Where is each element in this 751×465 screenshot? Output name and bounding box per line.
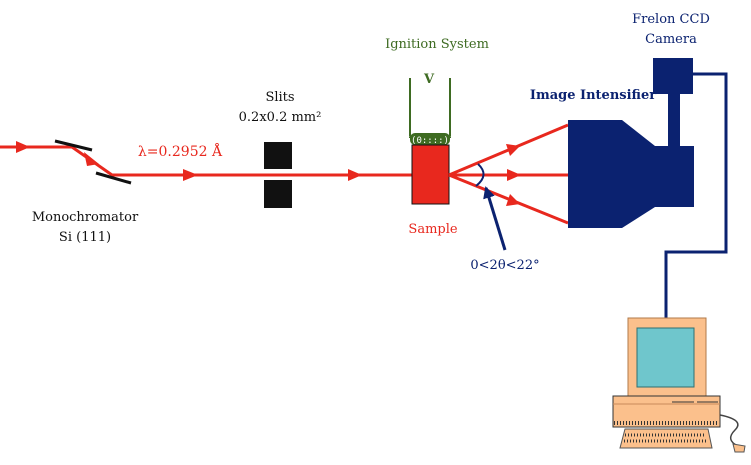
monochromator-crystals <box>54 139 132 185</box>
wavelength-label: λ=0.2952 Å <box>137 144 223 160</box>
sample-block <box>411 144 450 205</box>
angle-pointer-arrow <box>483 186 507 251</box>
image-intensifier-label: Image Intensifier <box>529 88 657 103</box>
angle-range-label: 0<2θ<22° <box>470 258 540 273</box>
camera-label-line1: Frelon CCD <box>632 12 710 27</box>
svg-text:((0::::)): ((0::::)) <box>406 136 455 146</box>
angle-arc <box>475 163 485 187</box>
slits-size-label: 0.2x0.2 mm² <box>238 110 322 125</box>
monochromator-label: Monochromator <box>31 210 139 225</box>
x-ray-beam <box>0 141 412 181</box>
ignition-system-label: Ignition System <box>385 37 489 52</box>
slits <box>264 142 292 208</box>
computer <box>612 317 746 453</box>
ignition-system: ((0::::)) <box>406 78 455 146</box>
camera-label-line2: Camera <box>645 32 697 47</box>
ccd-camera <box>653 58 693 94</box>
sample-label: Sample <box>408 222 458 237</box>
image-intensifier <box>568 120 694 228</box>
camera-cable <box>664 72 728 318</box>
diffracted-rays <box>448 123 569 225</box>
voltage-label: V <box>423 72 435 87</box>
monochromator-crystal-label: Si (111) <box>58 230 112 245</box>
camera-stem <box>668 92 680 148</box>
slits-label: Slits <box>265 90 295 105</box>
